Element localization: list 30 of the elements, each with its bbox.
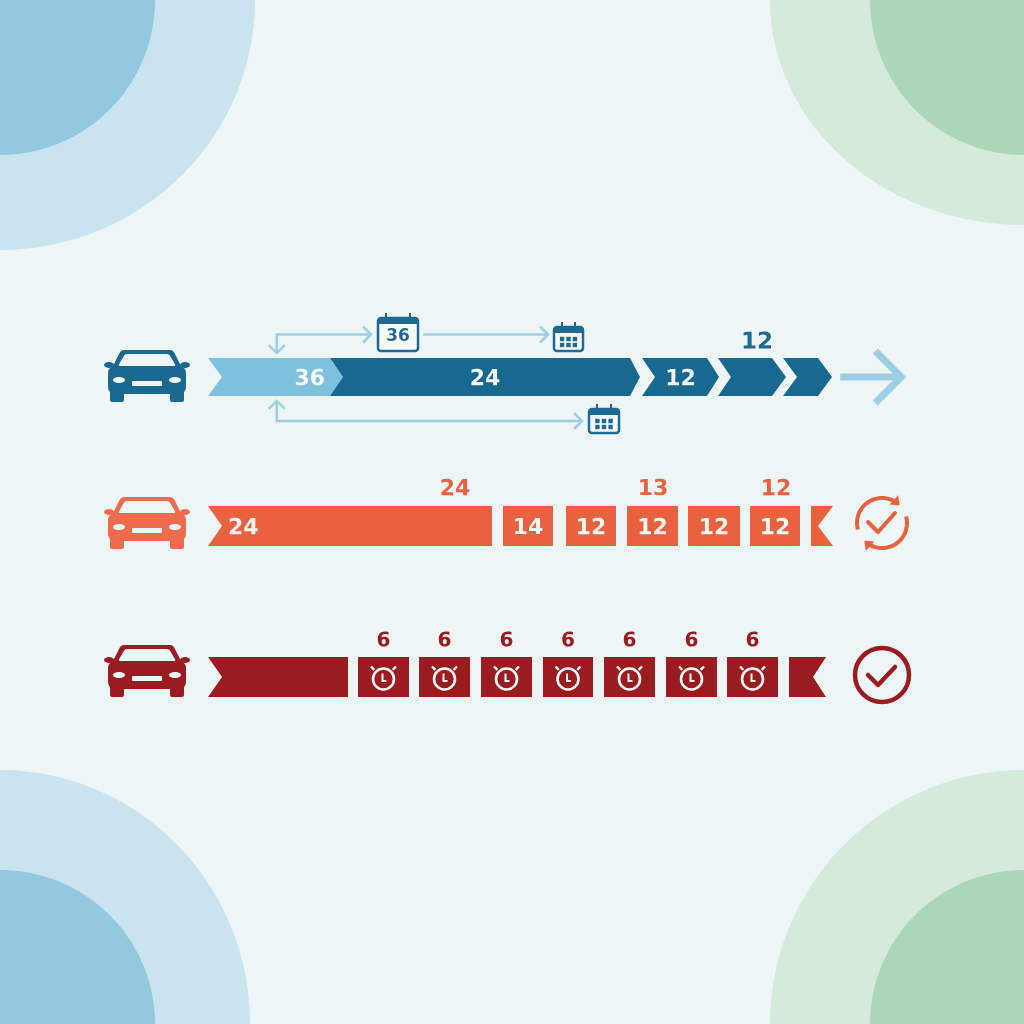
value-label: 6 <box>377 631 390 647</box>
value-label: 24 <box>441 478 470 496</box>
number-block: 12 <box>627 506 678 546</box>
chevron-segment: 12 <box>642 358 719 396</box>
value-label: 6 <box>500 631 513 647</box>
chevron-segment <box>718 358 786 396</box>
ribbon-end <box>789 657 826 697</box>
bar-segment: 24 <box>208 506 492 546</box>
bar-segment <box>208 657 348 697</box>
number-block: 12 <box>566 506 616 546</box>
chevron-segment: 24 <box>330 358 640 396</box>
arrow <box>267 399 584 430</box>
value-label: 6 <box>685 631 698 647</box>
calendar-icon <box>552 321 585 353</box>
value-label: 12 <box>763 478 790 496</box>
arrow <box>267 325 373 355</box>
ribbon-end <box>811 506 833 546</box>
calendar-icon <box>587 403 621 435</box>
arrow <box>423 325 550 344</box>
value-label: 6 <box>562 631 574 647</box>
value-label: 13 <box>640 478 667 496</box>
number-block: 14 <box>503 506 553 546</box>
calendar-badge: 36 <box>376 312 420 353</box>
value-label: 12 <box>743 331 771 349</box>
number-block: 12 <box>688 506 740 546</box>
value-label: 6 <box>438 631 451 647</box>
value-label: 6 <box>623 631 636 647</box>
chevron-segment <box>783 358 832 396</box>
number-block: 12 <box>750 506 800 546</box>
value-label: 6 <box>746 631 759 647</box>
